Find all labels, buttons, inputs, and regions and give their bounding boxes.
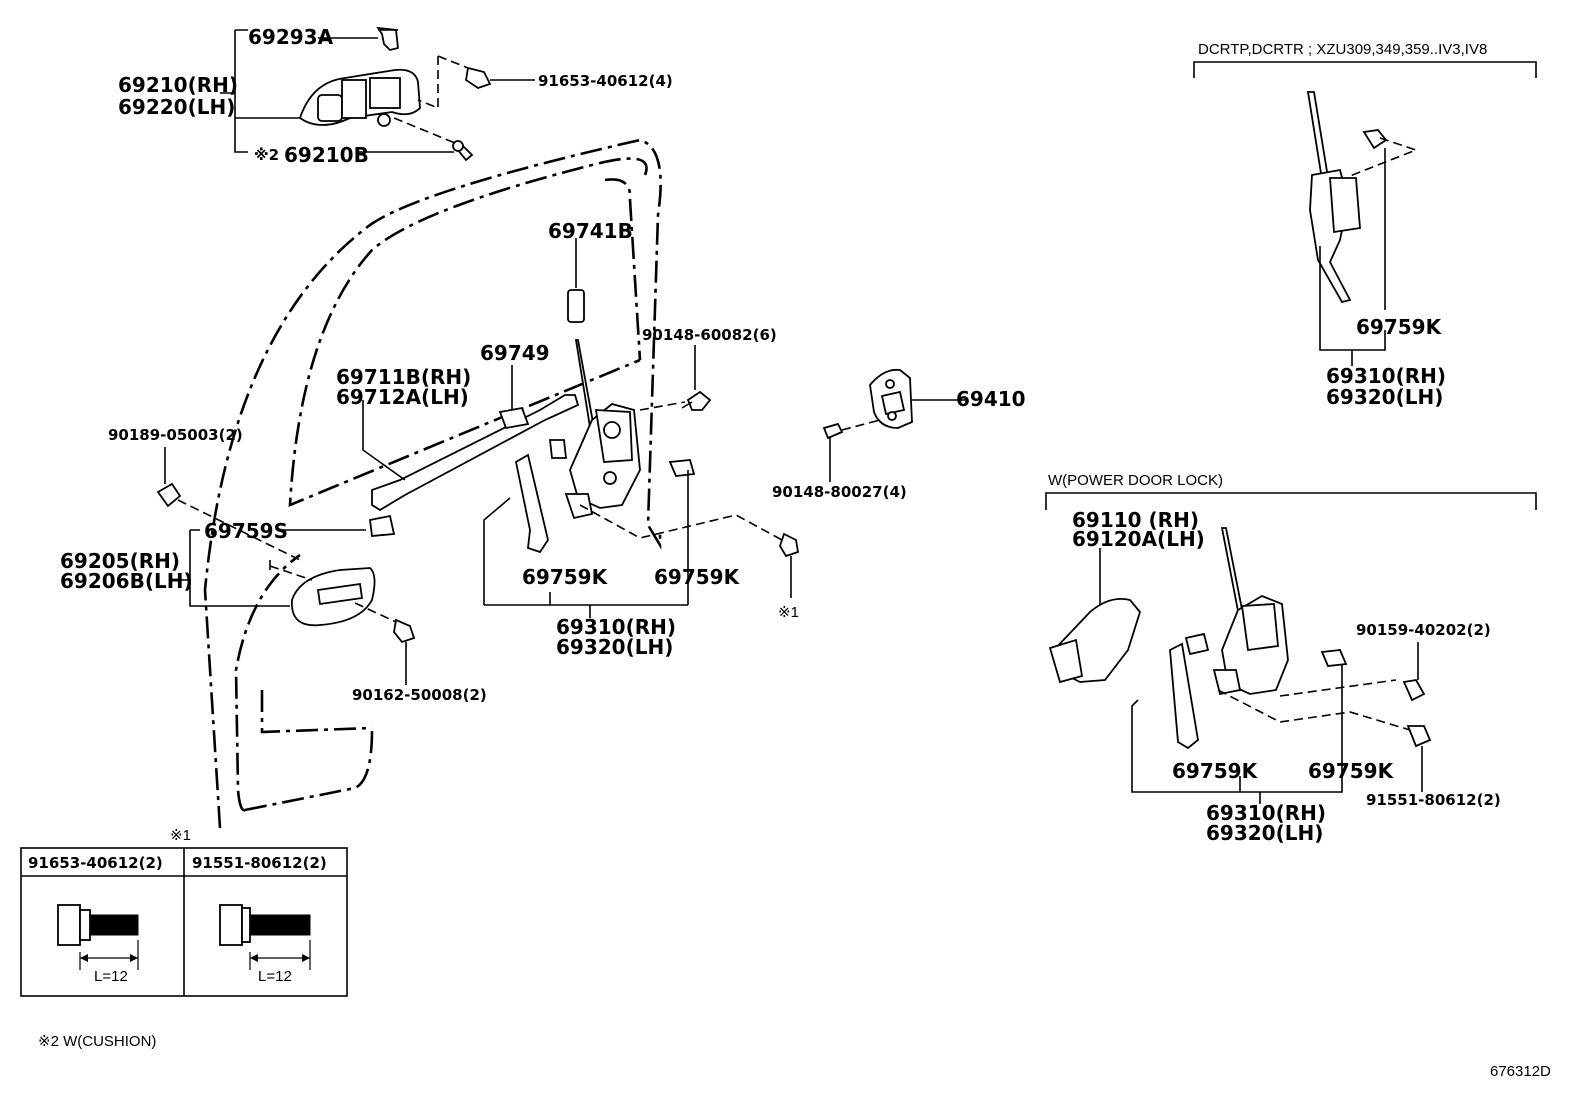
clip-69749 xyxy=(498,406,530,430)
label-tr-69320: 69320(LH) xyxy=(1326,385,1443,409)
dash-69205 xyxy=(269,565,313,581)
dash-90148-80027 xyxy=(841,419,881,431)
bolt-icon-2 xyxy=(219,904,311,970)
label-pw-69310: 69310(RH) xyxy=(1206,801,1326,825)
bracket-69205 xyxy=(175,529,290,607)
label-69205: 69205(RH) xyxy=(60,549,180,573)
screw-90148-80027 xyxy=(822,422,844,440)
dash-handle xyxy=(393,55,469,144)
dash-mark1 xyxy=(579,504,783,541)
detail-table-marker: ※1 xyxy=(170,827,191,844)
label-69712A: 69712A(LH) xyxy=(336,385,469,409)
rod-69759K-left xyxy=(514,453,549,554)
dash-90148-60082 xyxy=(639,401,686,411)
label-69759K-a: 69759K xyxy=(522,565,609,589)
rod-69711B xyxy=(371,394,580,512)
detail-col1-part: 91653-40612(2) xyxy=(28,854,163,872)
dash-90189 xyxy=(177,499,301,561)
grommet-90189 xyxy=(156,482,182,508)
diagram-code: 676312D xyxy=(1490,1063,1551,1080)
label-90148-60082: 90148-60082(6) xyxy=(642,326,777,344)
label-pw-69759K-a: 69759K xyxy=(1172,759,1259,783)
striker-69410 xyxy=(869,368,913,429)
label-69210B: 69210B xyxy=(284,143,369,167)
label-90162: 90162-50008(2) xyxy=(352,686,487,704)
label-pw-69320: 69320(LH) xyxy=(1206,821,1323,845)
label-69210-rh: 69210(RH) xyxy=(118,73,238,97)
label-tr-69310: 69310(RH) xyxy=(1326,364,1446,388)
lock-assembly xyxy=(548,254,712,520)
label-69206B: 69206B(LH) xyxy=(60,569,193,593)
label-mark1: ※1 xyxy=(778,604,799,621)
label-69320-main: 69320(LH) xyxy=(556,635,673,659)
clip-69759S xyxy=(369,514,396,537)
caption-power-door-lock: W(POWER DOOR LOCK) xyxy=(1048,472,1223,489)
bracket-69310-main xyxy=(484,470,689,618)
part-labels: 69293A 69210(RH) 69220(LH) ※2 69210B 916… xyxy=(60,25,1501,845)
label-pw-91551: 91551-80612(2) xyxy=(1366,791,1501,809)
label-69711B: 69711B(RH) xyxy=(336,365,471,389)
detail-col2-length: L=12 xyxy=(258,968,292,985)
label-91653-40612-4: 91653-40612(4) xyxy=(538,72,673,90)
label-pw-69759K-b: 69759K xyxy=(1308,759,1395,783)
label-69749: 69749 xyxy=(480,341,550,365)
leader-69711B xyxy=(362,400,406,481)
detail-col1-length: L=12 xyxy=(94,968,128,985)
door-outline xyxy=(203,138,662,829)
label-tr-69759K: 69759K xyxy=(1356,315,1443,339)
label-90189: 90189-05003(2) xyxy=(108,426,243,444)
bolt-icon-1 xyxy=(57,904,139,970)
label-69293A: 69293A xyxy=(248,25,334,49)
inside-handle xyxy=(291,567,376,627)
caption-top-right: DCRTP,DCRTR ; XZU309,349,359..IV3,IV8 xyxy=(1198,41,1487,58)
label-69759K-b: 69759K xyxy=(654,565,741,589)
label-69759S: 69759S xyxy=(204,519,288,543)
screw-90162 xyxy=(393,618,416,644)
detail-table: ※1 91653-40612(2) 91551-80612(2) L=12 L=… xyxy=(20,827,348,997)
variant-top-right xyxy=(1193,61,1537,366)
label-69410: 69410 xyxy=(956,387,1026,411)
dash-90162 xyxy=(354,602,397,623)
leader-69310-left xyxy=(483,497,511,605)
label-69220-lh: 69220(LH) xyxy=(118,95,235,119)
detail-col2-part: 91551-80612(2) xyxy=(192,854,327,872)
variant-power-door-lock xyxy=(1045,492,1537,804)
label-pw-69120A: 69120A(LH) xyxy=(1072,527,1205,551)
footnote-cushion: ※2 W(CUSHION) xyxy=(38,1033,156,1050)
label-69210B-mark: ※2 xyxy=(254,146,279,164)
bolt-mark1 xyxy=(779,532,800,558)
label-pw-90159: 90159-40202(2) xyxy=(1356,621,1491,639)
label-69741B: 69741B xyxy=(548,219,633,243)
label-69310-main: 69310(RH) xyxy=(556,615,676,639)
bracket-69210 xyxy=(220,29,300,153)
label-pw-69110: 69110 (RH) xyxy=(1072,508,1199,532)
label-90148-80027: 90148-80027(4) xyxy=(772,483,907,501)
outside-handle-assembly xyxy=(298,26,492,162)
